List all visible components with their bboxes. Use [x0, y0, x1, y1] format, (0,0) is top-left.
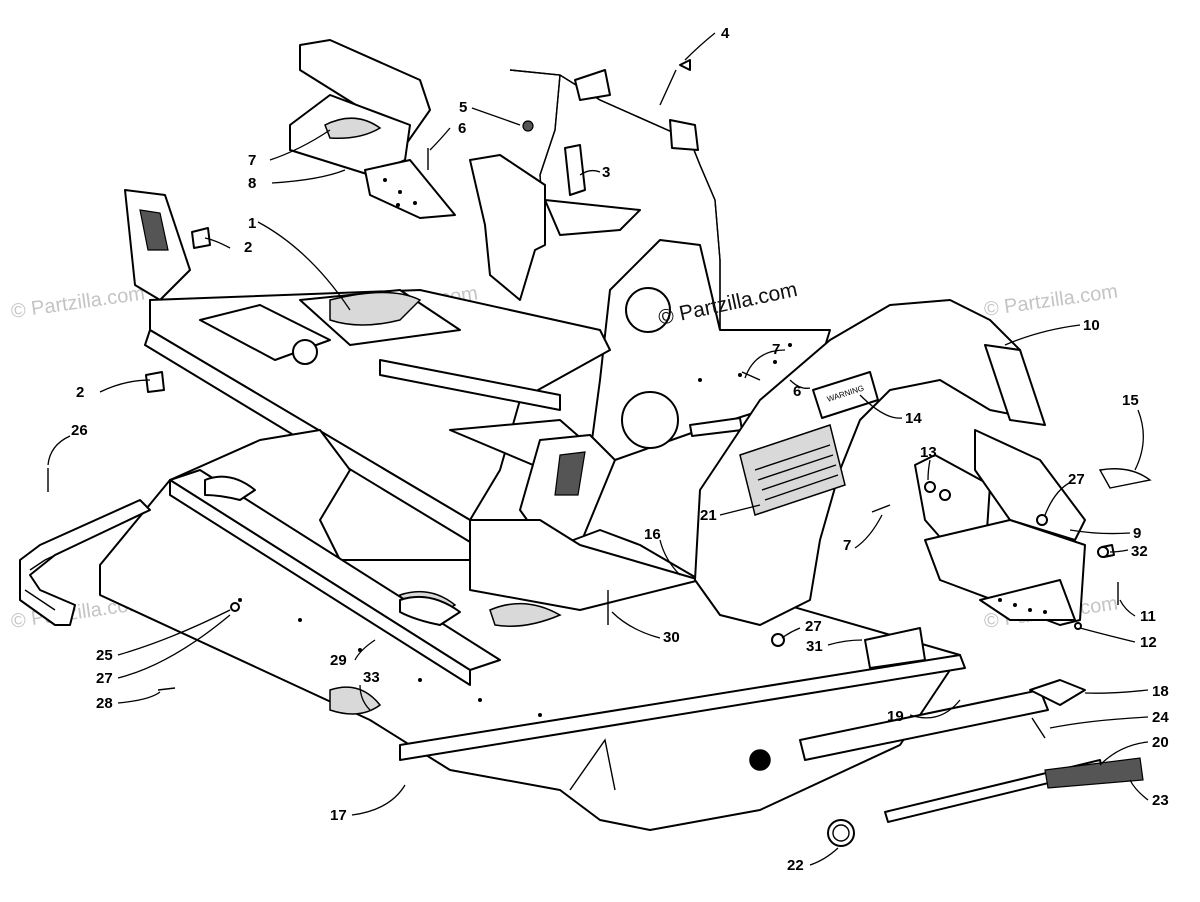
callout-5: 5: [459, 99, 467, 116]
belly-pan: [99, 429, 961, 831]
callout-19: 19: [887, 708, 904, 725]
callout-29: 29: [330, 652, 347, 669]
callout-2-lower: 2: [76, 384, 84, 401]
callout-30: 30: [663, 629, 680, 646]
callout-labels: 1 2 2 3 4 5 6 6 7 7 7 8 9 10 11 12 13 14…: [71, 25, 1169, 874]
callout-33: 33: [363, 669, 380, 686]
callout-23: 23: [1152, 792, 1169, 809]
callout-6-upper: 6: [458, 120, 466, 137]
callout-10: 10: [1083, 317, 1100, 334]
rear-fender: WARNING: [694, 299, 1046, 626]
callout-28: 28: [96, 695, 113, 712]
callout-21: 21: [700, 507, 717, 524]
callout-13: 13: [920, 444, 937, 461]
callout-16: 16: [644, 526, 661, 543]
callout-31: 31: [806, 638, 823, 655]
callout-7-center: 7: [772, 341, 780, 358]
callout-9: 9: [1133, 525, 1141, 542]
front-cross-bar: [169, 469, 501, 686]
rear-grab-bar: [469, 69, 721, 340]
side-rail: [19, 499, 151, 626]
callout-22: 22: [787, 857, 804, 874]
callout-1: 1: [248, 215, 256, 232]
fasteners: [47, 59, 1152, 739]
watermark-right: © Partzilla.com: [983, 280, 1120, 321]
info-decal: [739, 424, 846, 516]
callout-32: 32: [1131, 543, 1148, 560]
callout-4: 4: [721, 25, 730, 42]
callout-18: 18: [1152, 683, 1169, 700]
warning-decal: WARNING: [812, 371, 879, 419]
callout-7-upper: 7: [248, 152, 256, 169]
callout-26: 26: [71, 422, 88, 439]
callout-3: 3: [602, 164, 610, 181]
callout-11: 11: [1140, 608, 1156, 625]
callout-7-right: 7: [843, 537, 851, 554]
callout-27-right: 27: [1068, 471, 1085, 488]
callout-14: 14: [905, 410, 922, 427]
rear-bracket-assembly: [289, 39, 456, 219]
leader-lines: [47, 32, 1149, 866]
main-frame: [124, 189, 616, 546]
callout-17: 17: [330, 807, 347, 824]
watermark-left: © Partzilla.com: [10, 282, 147, 323]
callout-6-lower: 6: [793, 383, 801, 400]
callout-12: 12: [1140, 634, 1157, 651]
right-bracket-assembly: [914, 429, 1115, 626]
callout-27-center: 27: [805, 618, 822, 635]
callout-24: 24: [1152, 709, 1169, 726]
callout-20: 20: [1152, 734, 1169, 751]
callout-8: 8: [248, 175, 256, 192]
callout-25: 25: [96, 647, 113, 664]
nose-trim: [399, 627, 1144, 847]
callout-2-upper: 2: [244, 239, 252, 256]
callout-15: 15: [1122, 392, 1139, 409]
callout-27-left: 27: [96, 670, 113, 687]
